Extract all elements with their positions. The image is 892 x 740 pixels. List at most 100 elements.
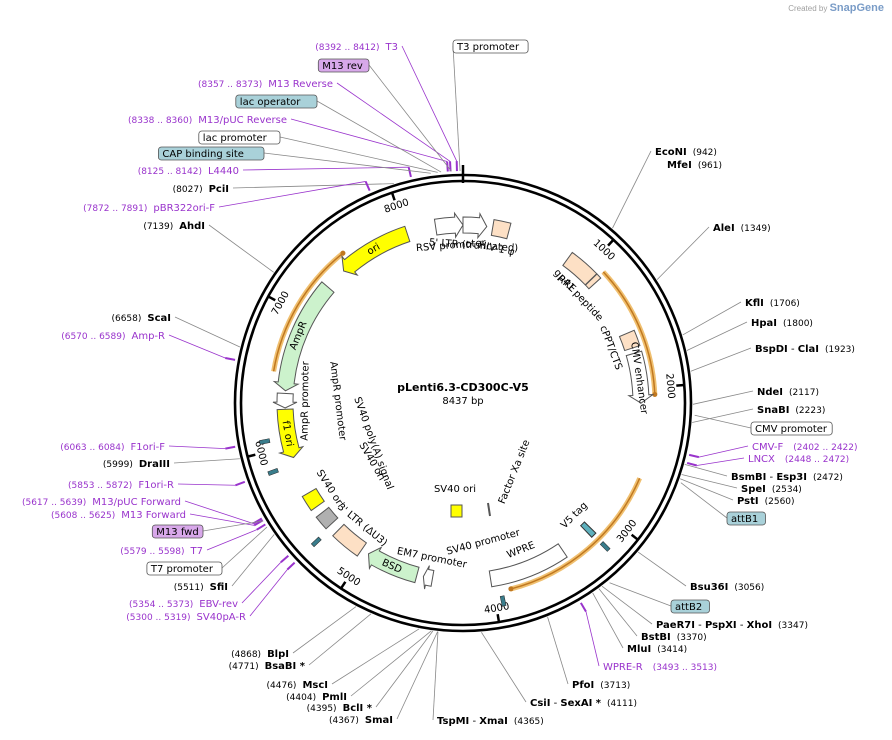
site-site: (2223) [795, 406, 825, 416]
primer-label-m13-puc-reverse: (8338 .. 8360)M13/pUC Reverse [128, 115, 287, 126]
primer-mark-t7 [256, 523, 266, 531]
boxed-frame-t3-promoter [452, 39, 529, 54]
primer-mark-cmv-f [688, 453, 700, 459]
site-label-ahdi: (7139)AhdI [143, 221, 205, 232]
marker-f1ori-r-marker [267, 468, 279, 476]
site-label-psti: PstI(2560) [737, 496, 795, 507]
site-position: (4868) [231, 650, 261, 660]
site-position: (4395) [307, 704, 337, 714]
feature-f1-ori [276, 408, 305, 459]
primer-mark-f1ori-r [235, 480, 246, 487]
site-name: TspMI [437, 716, 469, 727]
primer-label-m13-puc-forward: (5617 .. 5639) M13/pUC Forward [22, 497, 181, 508]
site-name3: XhoI [747, 620, 772, 631]
primer-line-f1ori-r [177, 483, 236, 486]
site-name2: SexAI * [560, 698, 601, 709]
site-label-blpi: (4868)BlpI [231, 649, 289, 660]
tick-label-8000: 8000 [383, 197, 411, 216]
primer-name: M13 Reverse [268, 79, 333, 90]
leader-line-left-sfii [231, 534, 275, 587]
site-site: (2560) [765, 497, 795, 507]
credit-text: Created by [788, 4, 828, 13]
feature-bsd [367, 546, 420, 584]
site-site: (2117) [789, 388, 819, 398]
site-position: (5999) [103, 460, 133, 470]
primer-name: LNCX [748, 454, 775, 465]
site-site: (961) [698, 161, 722, 171]
primer-mark-pbr322ori-f [364, 181, 371, 192]
site-label-kfli: KflI(1706) [745, 298, 800, 309]
primer-line-amp-r [168, 334, 226, 359]
inner-label-sv40-poly-a-signal: SV40 poly(A) signal [351, 396, 395, 492]
site-name2: Esp3I [776, 472, 807, 483]
primer-range: (5608 .. 5625) [51, 511, 115, 521]
primer-line-t7 [206, 529, 257, 551]
boxed-label-t3-promoter: T3 promoter [456, 42, 520, 53]
orange-arc-2 [272, 252, 344, 372]
feature-ampr [272, 281, 335, 392]
primer-name: CMV-F [752, 442, 783, 453]
site-name2: PspXI [705, 620, 737, 631]
site-name: ScaI [147, 313, 171, 324]
feature-gp41-peptide [584, 273, 602, 290]
primer-line-m13-puc-reverse [290, 118, 448, 162]
primer-label-f1ori-f: (6063 .. 6084)F1ori-F [60, 442, 165, 453]
tick-mark-8000 [390, 192, 396, 201]
leader-line-left-scai [174, 316, 241, 348]
boxed-line-cap-binding-site [263, 152, 431, 174]
tick-label-5000: 5000 [335, 566, 362, 589]
boxed-label-cap-binding-site: CAP binding site [162, 149, 244, 160]
site-site: (3056) [734, 583, 764, 593]
site-label-mlui: MluI(3414) [627, 644, 687, 655]
site-name: Bsu36I [690, 582, 728, 593]
boxed-frame-m13-fwd [151, 524, 204, 539]
site-name2: ClaI [798, 344, 819, 355]
site-label-pmli: (4404) PmlI [286, 692, 347, 703]
primer-name: M13 Forward [121, 510, 186, 521]
site-position: (4404) [286, 693, 316, 703]
primer-mark-lncx [686, 461, 698, 467]
site-site: (3414) [657, 645, 687, 655]
site-label-pcii: (8027)PciI [173, 184, 229, 195]
feature-hiv-1-psi [490, 219, 512, 240]
site-name: BsaBI * [265, 661, 306, 672]
primer-range: (5617 .. 5639) [22, 498, 86, 508]
site-site: (2472) [813, 473, 843, 483]
leader-line-group-10 [637, 551, 687, 587]
boxed-frame-lac-operator [235, 94, 318, 109]
primer-label-cmv-f: CMV-F(2402 .. 2422) [752, 442, 858, 453]
primer-line-f1ori-f [168, 445, 226, 450]
primer-range: (2448 .. 2472) [785, 455, 849, 465]
tick-label-4000: 4000 [483, 601, 510, 616]
site-name: NdeI [757, 387, 783, 398]
leader-line-left-smai [396, 631, 438, 720]
boxed-frame-attb2 [670, 599, 710, 614]
snapgene-logo-text: SnapGene [829, 2, 884, 14]
primer-line-cmv-f [698, 445, 749, 458]
primer-line-l4440 [242, 166, 409, 171]
primer-line-wpre-r [585, 611, 600, 667]
leader-line-left-bsabi [308, 613, 372, 666]
site-sep: - [788, 344, 798, 355]
primer-label-ebv-rev: (5354 .. 5373)EBV-rev [129, 599, 238, 610]
site-name: AhdI [179, 221, 205, 232]
primer-label-f1ori-r: (5853 .. 5872)F1ori-R [68, 480, 174, 491]
boxed-label-lac-promoter: lac promoter [203, 133, 268, 144]
feature-label-ampr-promoter: AmpR promoter [300, 360, 312, 440]
leader-line-group-9 [680, 478, 734, 501]
boxed-line-attb2 [609, 582, 672, 607]
site-position: (4476) [267, 681, 297, 691]
snapgene-credit: Created by SnapGene [788, 2, 884, 14]
site-position: (4367) [329, 716, 359, 726]
boxed-label-m13-rev: M13 rev [322, 61, 363, 72]
site-site: (3713) [600, 681, 630, 691]
boxed-line-t3-promoter [452, 45, 461, 172]
site-name: PmlI [322, 692, 347, 703]
primer-name: Amp-R [132, 331, 166, 342]
site-label-bsmbi: BsmBI - Esp3I(2472) [731, 472, 843, 483]
primer-line-sv40pa-r [249, 569, 288, 617]
feature-label-f1-ori: f1 ori [280, 420, 295, 448]
primer-name: M13/pUC Forward [92, 497, 181, 508]
site-label-alei: AleI(1349) [713, 223, 771, 234]
